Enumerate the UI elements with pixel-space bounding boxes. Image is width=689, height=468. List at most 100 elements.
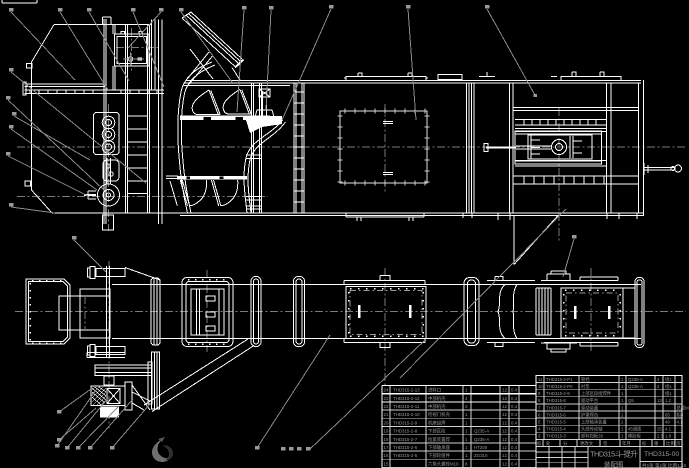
svg-text:4.1: 4.1 bbox=[677, 420, 684, 425]
svg-text:HT200: HT200 bbox=[474, 445, 488, 450]
svg-text:9: 9 bbox=[538, 391, 541, 396]
svg-text:标: 标 bbox=[642, 440, 647, 447]
svg-text:24: 24 bbox=[384, 388, 389, 393]
svg-text:4: 4 bbox=[657, 384, 660, 389]
svg-text:12: 12 bbox=[502, 437, 507, 442]
svg-text:17: 17 bbox=[384, 445, 389, 450]
svg-text:6: 6 bbox=[538, 412, 541, 417]
svg-text:1: 1 bbox=[465, 453, 468, 458]
svg-text:12: 12 bbox=[502, 388, 507, 393]
svg-text:ZG310: ZG310 bbox=[474, 453, 488, 458]
svg-text:45调质: 45调质 bbox=[628, 426, 642, 433]
svg-text:上部区段组焊件: 上部区段组焊件 bbox=[581, 390, 612, 397]
svg-text:Q5: Q5 bbox=[628, 398, 634, 403]
svg-text:Q235-A: Q235-A bbox=[628, 377, 643, 382]
svg-text:THD315-3: THD315-3 bbox=[546, 434, 566, 439]
svg-text:驱动平台: 驱动平台 bbox=[581, 397, 598, 404]
svg-text:48: 48 bbox=[665, 420, 670, 425]
svg-text:THD315-00: THD315-00 bbox=[644, 451, 679, 458]
svg-text:下部轮组件: 下部轮组件 bbox=[428, 452, 451, 459]
svg-text:0.4: 0.4 bbox=[511, 412, 518, 417]
svg-text:1: 1 bbox=[465, 420, 468, 425]
svg-text:签: 签 bbox=[603, 440, 608, 446]
svg-text:THD315-2-5: THD315-2-5 bbox=[393, 453, 418, 458]
svg-text:THD315-2-8: THD315-2-8 bbox=[393, 429, 418, 434]
svg-text:Q235-A: Q235-A bbox=[628, 384, 643, 389]
svg-text:4: 4 bbox=[465, 396, 468, 401]
svg-text:THD315-2-10: THD315-2-10 bbox=[393, 412, 420, 417]
svg-text:0.4: 0.4 bbox=[511, 461, 518, 466]
svg-text:11: 11 bbox=[538, 377, 543, 382]
svg-text:组1: 组1 bbox=[665, 376, 672, 382]
svg-text:六角头螺栓M10: 六角头螺栓M10 bbox=[428, 460, 459, 467]
svg-text:1: 1 bbox=[621, 377, 624, 382]
svg-text:3: 3 bbox=[538, 434, 541, 439]
svg-text:中部机壳: 中部机壳 bbox=[428, 395, 446, 402]
svg-text:1: 1 bbox=[621, 434, 624, 439]
svg-text:12: 12 bbox=[502, 412, 507, 417]
svg-text:19: 19 bbox=[384, 429, 389, 434]
svg-text:比例: 比例 bbox=[666, 440, 675, 447]
svg-text:65: 65 bbox=[665, 412, 670, 417]
svg-text:卸料挡板35: 卸料挡板35 bbox=[581, 433, 604, 440]
svg-text:头部传动轴: 头部传动轴 bbox=[581, 426, 602, 433]
svg-text:衬垫: 衬垫 bbox=[581, 383, 590, 389]
svg-text:THD315-2-9: THD315-2-9 bbox=[546, 391, 570, 396]
svg-text:上部轴承装置: 上部轴承装置 bbox=[581, 419, 607, 426]
svg-text:13: 13 bbox=[657, 398, 662, 403]
svg-text:0.4: 0.4 bbox=[511, 453, 518, 458]
svg-text:1: 1 bbox=[465, 388, 468, 393]
svg-text:THD315-2-7: THD315-2-7 bbox=[393, 437, 418, 442]
svg-text:橡胶板: 橡胶板 bbox=[628, 433, 642, 440]
svg-text:1: 1 bbox=[465, 437, 468, 442]
svg-text:1: 1 bbox=[621, 427, 624, 432]
svg-text:共1张 第1张 比例1:10: 共1张 第1张 比例1:10 bbox=[642, 462, 687, 468]
svg-text:机座组焊: 机座组焊 bbox=[428, 419, 446, 426]
svg-text:12: 12 bbox=[502, 404, 507, 409]
svg-text:THD315-2-P1: THD315-2-P1 bbox=[546, 377, 573, 382]
svg-text:12: 12 bbox=[502, 429, 507, 434]
svg-text:12: 12 bbox=[502, 396, 507, 401]
svg-text:21: 21 bbox=[384, 412, 389, 417]
svg-text:护罩焊合: 护罩焊合 bbox=[581, 411, 599, 418]
svg-text:1: 1 bbox=[465, 429, 468, 434]
svg-text:THD315-2-P0: THD315-2-P0 bbox=[546, 384, 573, 389]
svg-text:年月: 年月 bbox=[622, 440, 631, 447]
svg-text:1: 1 bbox=[465, 412, 468, 417]
svg-text:18: 18 bbox=[384, 437, 389, 442]
svg-text:组1: 组1 bbox=[665, 390, 672, 396]
svg-text:1: 1 bbox=[621, 398, 624, 403]
svg-text:0.4: 0.4 bbox=[511, 429, 518, 434]
svg-text:1: 1 bbox=[621, 412, 624, 417]
svg-text:驱动装置: 驱动装置 bbox=[581, 404, 599, 411]
svg-text:处: 处 bbox=[546, 440, 551, 447]
svg-text:12: 12 bbox=[502, 453, 507, 458]
svg-text:0.4: 0.4 bbox=[511, 388, 518, 393]
svg-text:THD315-2-11: THD315-2-11 bbox=[393, 404, 420, 409]
svg-text:12: 12 bbox=[502, 461, 507, 466]
svg-text:Q235-A: Q235-A bbox=[474, 437, 489, 442]
svg-text:THD315-2-9: THD315-2-9 bbox=[393, 420, 418, 425]
svg-text:THD315-7: THD315-7 bbox=[546, 405, 566, 410]
svg-text:2: 2 bbox=[621, 420, 624, 425]
svg-text:8: 8 bbox=[538, 398, 541, 403]
svg-text:THD315-4: THD315-4 bbox=[546, 427, 566, 432]
svg-text:Q235-A: Q235-A bbox=[474, 429, 489, 434]
svg-text:0.4: 0.4 bbox=[511, 445, 518, 450]
svg-text:THD315-6: THD315-6 bbox=[546, 412, 566, 417]
svg-text:23: 23 bbox=[384, 396, 389, 401]
svg-text:16: 16 bbox=[384, 453, 389, 458]
svg-text:THD315-2-12: THD315-2-12 bbox=[393, 396, 420, 401]
svg-text:1.8: 1.8 bbox=[665, 434, 672, 439]
svg-text:20: 20 bbox=[384, 420, 389, 425]
svg-text:10: 10 bbox=[538, 384, 543, 389]
svg-text:7: 7 bbox=[538, 405, 541, 410]
svg-text:总成M10: 总成M10 bbox=[677, 404, 689, 411]
svg-text:分: 分 bbox=[563, 440, 568, 447]
svg-text:12: 12 bbox=[502, 445, 507, 450]
svg-text:1: 1 bbox=[621, 405, 624, 410]
svg-text:标: 标 bbox=[537, 440, 542, 447]
svg-text:1: 1 bbox=[621, 384, 624, 389]
svg-text:25: 25 bbox=[657, 427, 662, 432]
svg-text:页: 页 bbox=[676, 441, 681, 447]
